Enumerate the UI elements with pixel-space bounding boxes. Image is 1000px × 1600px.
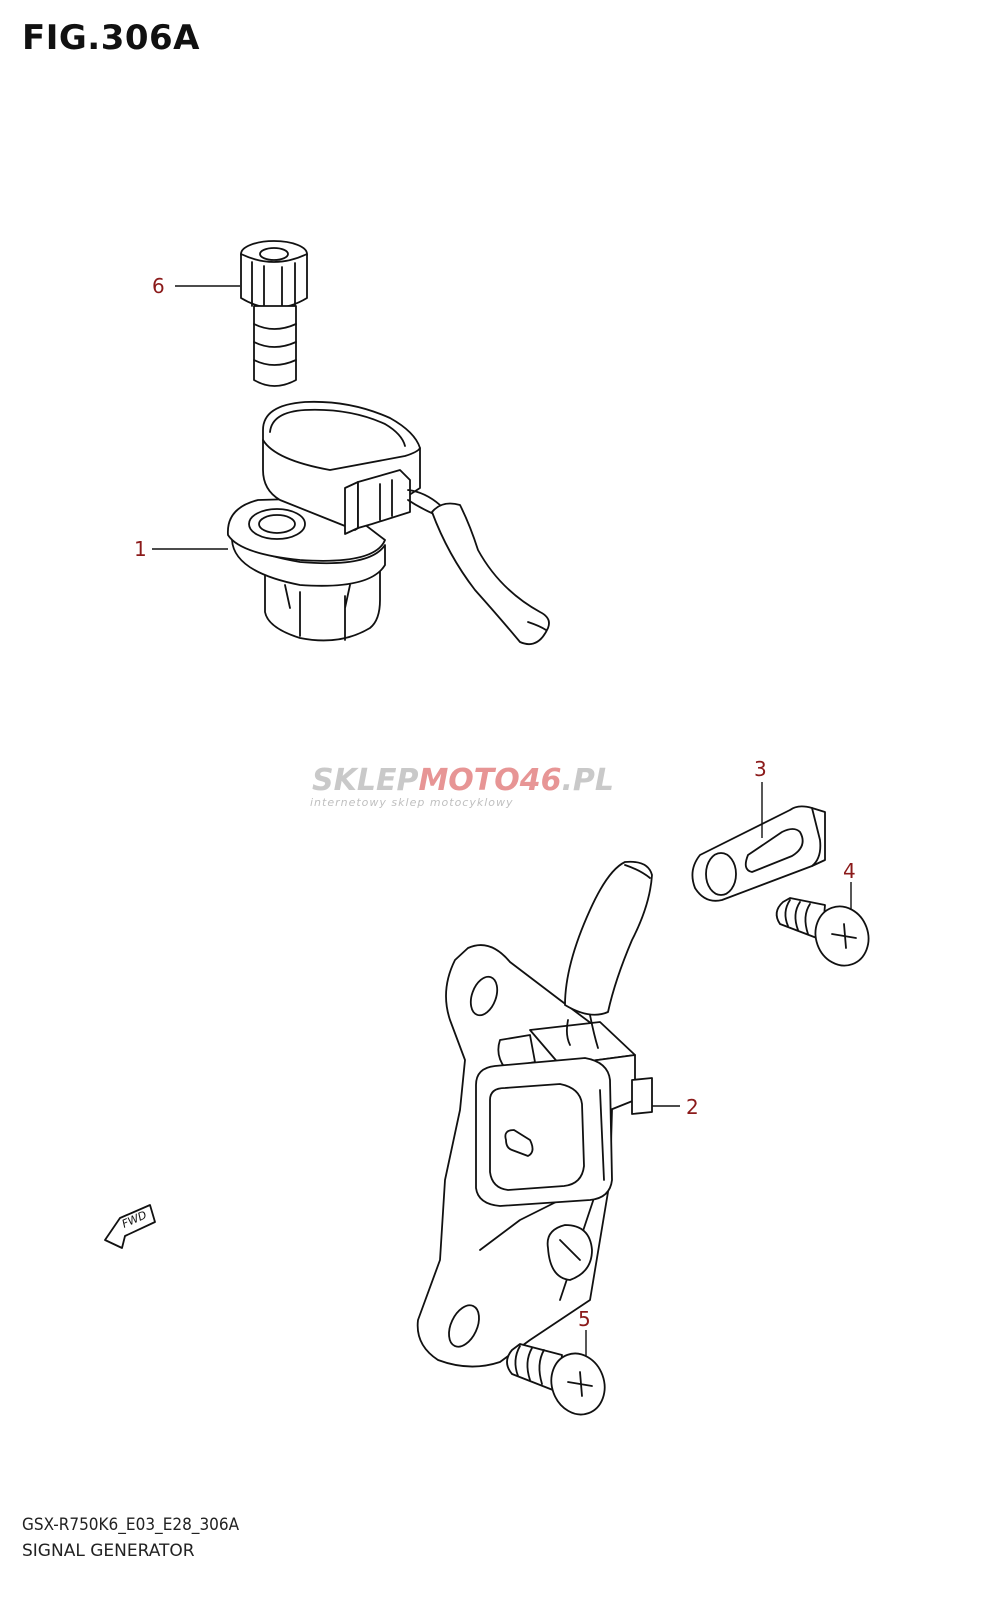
callout-6: 6 [152,274,165,298]
callout-2: 2 [686,1095,699,1119]
part-6-bolt[interactable] [240,240,308,387]
part-2-signal-generator[interactable] [416,860,653,1368]
callout-3: 3 [754,757,767,781]
part-3-bracket[interactable] [691,805,826,902]
model-code: GSX-R750K6_E03_E28_306A [22,1515,240,1535]
watermark-part4: .PL [562,763,615,798]
figure-title: FIG.306A [22,18,200,58]
figure-name: SIGNAL GENERATOR [22,1541,195,1561]
watermark-part2: MOTO [418,763,519,798]
svg-text:SKLEPMOTO46.PL: SKLEPMOTO46.PL [312,763,614,798]
callout-4: 4 [843,859,856,883]
watermark-tagline: internetowy sklep motocyklowy [310,796,514,809]
watermark-logo: SKLEPMOTO46.PL internetowy sklep motocyk… [310,763,614,809]
fwd-arrow-icon: FWD [104,1204,156,1249]
watermark-part1: SKLEP [312,763,418,798]
part-5-screw[interactable] [506,1343,613,1422]
callout-1: 1 [134,537,147,561]
part-1-sensor[interactable] [227,400,550,646]
callout-5: 5 [578,1307,591,1331]
part-4-screw[interactable] [775,897,877,973]
watermark-part3: 46 [519,763,562,798]
